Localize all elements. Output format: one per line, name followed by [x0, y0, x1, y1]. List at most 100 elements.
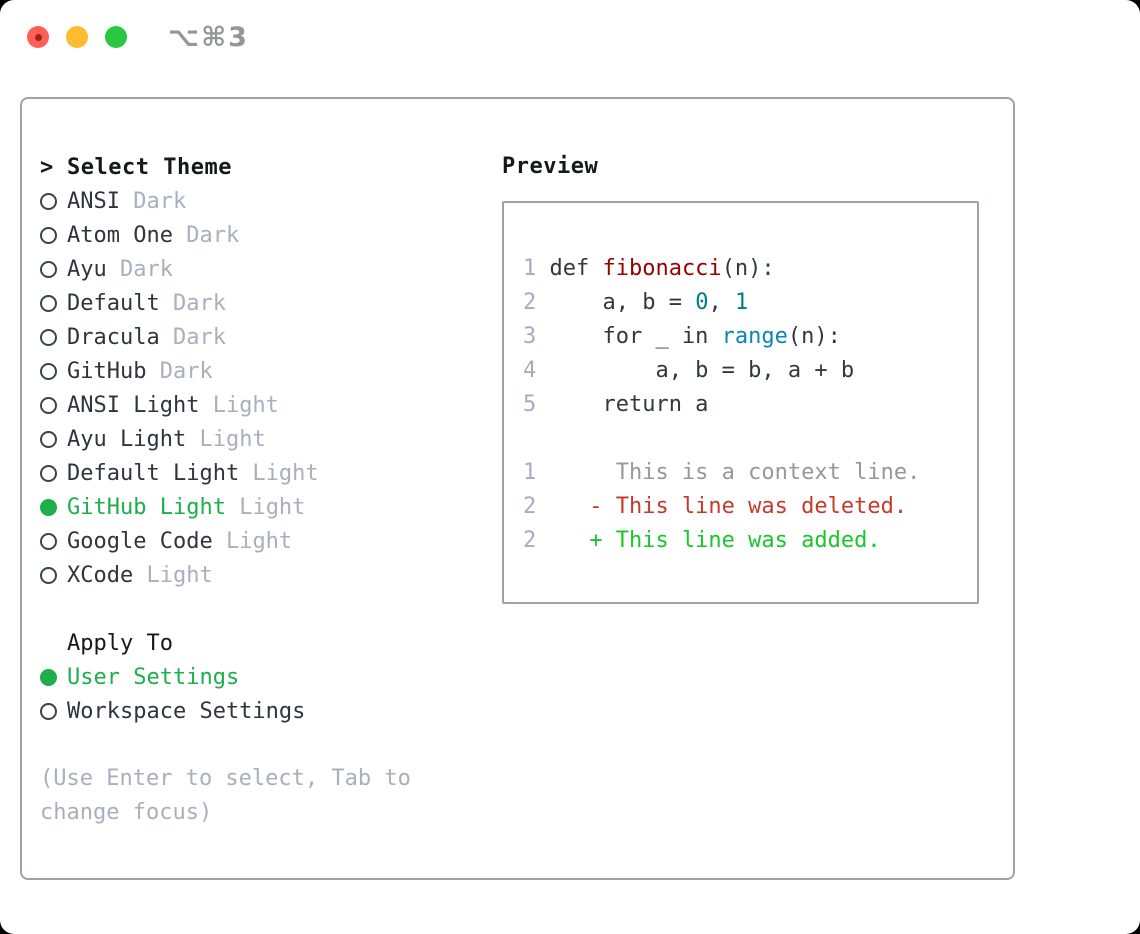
radio-selected-icon [40, 498, 67, 516]
code-segment-default: , [708, 290, 735, 315]
edited-dot-icon [35, 34, 42, 41]
line-number: 5 [523, 392, 537, 417]
select-theme-heading: Select Theme [67, 154, 232, 180]
theme-option[interactable]: Dracula Dark [40, 320, 440, 354]
hint-text: (Use Enter to select, Tab to change focu… [40, 766, 411, 825]
theme-option[interactable]: ANSI Dark [40, 184, 440, 218]
code-segment-number: 1 [734, 290, 749, 315]
theme-option[interactable]: GitHub Dark [40, 354, 440, 388]
apply-to-header-row: Apply To [40, 626, 440, 660]
code-segment-default: a, b = b, a + b [549, 358, 855, 383]
option-label: Atom One [67, 222, 173, 248]
code-line: 4 a, b = b, a + b [523, 354, 977, 388]
select-theme-header-row: > Select Theme [40, 150, 440, 184]
option-variant-label: Dark [119, 188, 187, 214]
code-segment-default: (n): [787, 324, 841, 349]
titlebar: ⌥⌘3 [0, 0, 1140, 75]
option-variant-label: Light [133, 562, 213, 588]
apply-to-option[interactable]: Workspace Settings [40, 694, 440, 728]
radio-unselected-icon [40, 566, 67, 584]
traffic-lights [27, 26, 127, 48]
radio-unselected-icon [40, 362, 67, 380]
code-line: 1 This is a context line. [523, 456, 977, 490]
theme-option[interactable]: ANSI Light Light [40, 388, 440, 422]
radio-unselected-icon [40, 260, 67, 278]
preview-heading: Preview [502, 154, 599, 179]
option-variant-label: Dark [146, 358, 213, 384]
option-variant-label: Light [225, 494, 306, 520]
radio-unselected-icon [40, 192, 67, 210]
line-number: 2 [523, 494, 537, 519]
radio-unselected-icon [40, 702, 67, 720]
line-number: 1 [523, 460, 537, 485]
theme-option[interactable]: XCode Light [40, 558, 440, 592]
option-label: GitHub [67, 358, 147, 384]
option-label: Default [67, 290, 160, 316]
code-segment-default: return a [549, 392, 709, 417]
code-segment-function: fibonacci [602, 256, 722, 281]
theme-option[interactable]: Atom One Dark [40, 218, 440, 252]
code-segment-builtin: range [721, 324, 788, 349]
spacer-row [40, 592, 440, 626]
code-line: 2 a, b = 0, 1 [523, 286, 977, 320]
radio-unselected-icon [40, 532, 67, 550]
option-label: XCode [67, 562, 134, 588]
minimize-button[interactable] [66, 26, 88, 48]
code-line [523, 422, 977, 456]
code-segment-default: for _ in [549, 324, 722, 349]
radio-unselected-icon [40, 328, 67, 346]
radio-unselected-icon [40, 464, 67, 482]
code-segment-default: a, b = [549, 290, 696, 315]
radio-unselected-icon [40, 430, 67, 448]
code-segment-number: 0 [695, 290, 709, 315]
option-variant-label: Dark [172, 222, 240, 248]
option-label: Ayu [67, 256, 107, 282]
option-label: Ayu Light [67, 426, 187, 452]
code-line: 2 - This line was deleted. [523, 490, 977, 524]
apply-to-heading: Apply To [67, 630, 173, 656]
option-variant-label: Light [239, 460, 319, 486]
option-variant-label: Light [212, 528, 293, 554]
option-label: User Settings [67, 664, 240, 690]
option-label: Workspace Settings [67, 698, 306, 724]
option-variant-label: Dark [159, 290, 226, 316]
theme-option[interactable]: Default Light Light [40, 456, 440, 490]
option-variant-label: Dark [106, 256, 173, 282]
option-label: Dracula [67, 324, 160, 350]
theme-option[interactable]: Default Dark [40, 286, 440, 320]
option-variant-label: Dark [159, 324, 226, 350]
code-line: 3 for _ in range(n): [523, 320, 977, 354]
option-variant-label: Light [199, 392, 279, 418]
line-number: 2 [523, 290, 537, 315]
radio-unselected-icon [40, 226, 67, 244]
theme-option[interactable]: Ayu Light Light [40, 422, 440, 456]
line-number: 3 [523, 324, 537, 349]
theme-option[interactable]: Ayu Dark [40, 252, 440, 286]
option-label: ANSI [67, 188, 120, 214]
code-line: 2 + This line was added. [523, 524, 977, 558]
zoom-button[interactable] [105, 26, 127, 48]
apply-to-option[interactable]: User Settings [40, 660, 440, 694]
close-button[interactable] [27, 26, 49, 48]
radio-unselected-icon [40, 294, 67, 312]
code-segment-default: (n): [721, 256, 775, 281]
option-label: GitHub Light [67, 494, 226, 520]
theme-option[interactable]: GitHub Light Light [40, 490, 440, 524]
line-number: 2 [523, 528, 537, 553]
spacer-row [40, 728, 440, 762]
line-number: 1 [523, 256, 537, 281]
code-segment-deletion: - This line was deleted. [549, 494, 908, 519]
selection-cursor: > [40, 154, 54, 180]
theme-option[interactable]: Google Code Light [40, 524, 440, 558]
code-line: 5 return a [523, 388, 977, 422]
code-segment-context: This is a context line. [549, 460, 921, 485]
option-label: ANSI Light [67, 392, 200, 418]
line-number: 4 [523, 358, 537, 383]
